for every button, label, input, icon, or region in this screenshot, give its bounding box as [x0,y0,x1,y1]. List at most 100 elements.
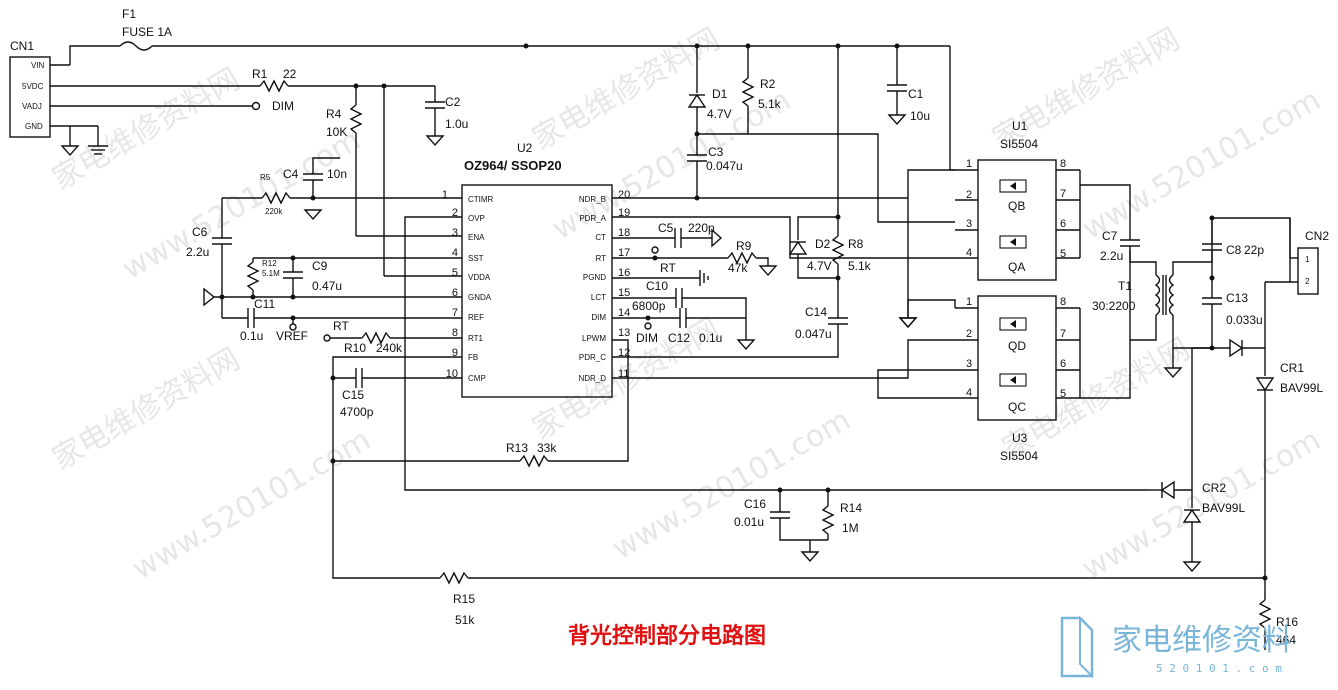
d2-value: 4.7V [807,259,832,273]
c8-ref: C8 [1226,243,1242,257]
diode-cr1: CR1 BAV99L [1212,281,1323,600]
u2-pin-name: GNDA [468,293,492,302]
u2-pin-number: 9 [452,347,458,359]
u2-right-pins: 20 NDR_B 19 PDR_A 18 CT 17 RT 16 PGND 15… [578,189,630,383]
u2-pin-number: 15 [618,287,630,299]
c1-ref: C1 [908,87,924,101]
d1-value: 4.7V [707,107,732,121]
r8-value: 5.1k [848,259,872,273]
resistor-r5: R5 220k [222,173,462,216]
capacitor-c9: C9 0.47u [283,258,342,297]
c1-value: 10u [910,109,930,123]
capacitor-c7: C7 2.2u [1100,229,1157,275]
u2-pin-name: VDDA [468,273,491,282]
c9-value: 0.47u [312,279,342,293]
c16-value: 0.01u [734,515,764,529]
vref-label: VREF [276,329,308,343]
capacitor-c3: C3 0.047u [687,145,743,198]
u2-pin-number: 18 [618,227,630,239]
r13-ref: R13 [506,441,528,455]
resistor-r2: R2 5.1k [697,46,955,223]
cn2-pin: 1 [1305,255,1310,264]
r16-ref: R16 [1276,615,1298,629]
resistor-r12: R12 5.1M [246,255,462,297]
r15-value: 51k [455,613,475,627]
u2-pin-number: 8 [452,327,458,339]
r16-value: 464 [1276,633,1296,647]
fb-network: R15 51k [330,356,1265,627]
u2-pin-name: DIM [591,313,606,322]
d2-ref: D2 [815,237,831,251]
u2-pin-number: 5 [452,267,458,279]
r9-value: 47k [728,261,748,275]
r13-value: 33k [537,441,557,455]
u1-bottom-fet: QA [1008,260,1025,274]
rt-label-left: RT [333,319,349,333]
u2-pin-number: 6 [452,287,458,299]
dim-label-2: DIM [636,331,658,345]
watermark-url: www.520101.com [117,122,367,287]
u1-top-fet: QB [1008,199,1025,213]
u2-pin-number: 7 [452,307,458,319]
u3-top-fet: QD [1008,339,1026,353]
cn1-ref: CN1 [10,39,34,53]
c8-value: 22p [1244,243,1264,257]
watermark-cn: 家电维修资料网 [47,62,246,197]
diode-cr2: CR2 BAV99L [1150,347,1245,573]
u2-pin-name: PGND [583,273,606,282]
u2-pin-name: RT [595,254,606,263]
resistor-r13: R13 33k [333,339,629,468]
c12-value: 0.1u [699,331,722,345]
u2-pin-number: 14 [618,307,630,319]
resistor-r14: R14 1M [821,490,862,540]
site-logo: 家电维修资料 5 2 0 1 0 1 . c o m [1060,615,1292,679]
connector-cn1: CN1 VIN 5VDC VADJ GND [9,39,70,138]
u2-pin-name: NDR_D [578,374,606,383]
u2-pin-number: 4 [452,247,458,259]
u1-pin: 1 [966,158,972,170]
capacitor-c1: C1 10u [887,46,930,126]
r12-value: 5.1M [262,269,280,278]
u2-pin-number: 13 [618,327,630,339]
u2-pin-name: NDR_B [579,195,606,204]
u2-pin-name: OVP [468,214,485,223]
u3-pin: 2 [966,328,972,340]
r9-ref: R9 [736,239,752,253]
rt-label-right: RT [660,261,676,275]
bridge-output-wiring [898,184,1131,399]
r1-value: 22 [283,67,297,81]
cr1-ref: CR1 [1280,361,1304,375]
watermark-url: www.520101.com [1077,82,1327,247]
logo-url: 5 2 0 1 0 1 . c o m [1156,662,1282,675]
r5-value: 220k [265,207,283,216]
c14-ref: C14 [805,305,827,319]
capacitor-c16: C16 0.01u [734,490,828,563]
u2-right-wiring: C5 220p R9 47k RT C10 6800p DIM C12 0.1 [612,195,955,379]
dim-label: DIM [272,99,294,113]
gnda-rail [203,287,462,307]
r14-ref: R14 [840,501,862,515]
u1-pin: 6 [1060,218,1066,230]
mosfet-u1: U1 SI5504 QB QA 1 2 3 4 8 7 6 5 [907,119,1081,281]
capacitor-c14: C14 0.047u [795,305,848,341]
c13-value: 0.033u [1226,313,1263,327]
r4-value: 10K [326,125,347,139]
capacitor-c6: C6 2.2u [186,198,232,318]
u3-bottom-fet: QC [1008,400,1026,414]
u2-pin-name: CTIMR [468,195,494,204]
u3-ref: U3 [1012,431,1028,445]
u1-pin: 7 [1060,188,1066,200]
u3-pin: 6 [1060,358,1066,370]
c13-ref: C13 [1226,291,1248,305]
capacitor-c4: C4 10n [283,157,347,221]
cn1-pin-vadj: VADJ [22,102,42,111]
u1-pin: 5 [1060,248,1066,260]
c11-value: 0.1u [240,329,263,343]
secondary-wiring: C8 22p C13 0.033u [1202,215,1298,351]
t1-ref: T1 [1118,279,1132,293]
u2-pin-number: 2 [452,207,458,219]
r2-ref: R2 [760,77,776,91]
c15-ref: C15 [342,388,364,402]
u2-pin-name: CMP [468,374,486,383]
connector-cn2: CN2 1 2 [1289,218,1329,295]
